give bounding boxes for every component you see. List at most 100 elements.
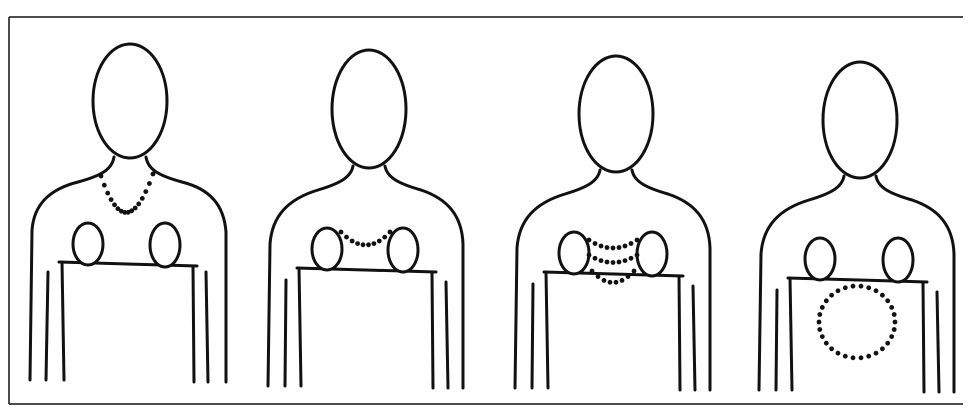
panel-2-garment-left [299, 268, 301, 386]
panel-4-left-torso-outline [759, 176, 844, 390]
panel-3-left-torso-outline [515, 170, 600, 388]
panel-3-head [579, 56, 653, 172]
panel-2-left-arm-inner [285, 280, 286, 386]
stacked-arc-dot [605, 245, 610, 250]
panel-4-garment-left [790, 278, 792, 390]
panel-1-left-arm-inner [46, 272, 48, 380]
stacked-arc-dot [617, 245, 622, 250]
panel-1-right-breast [150, 223, 180, 267]
necklace-dot [147, 181, 152, 186]
stacked-arc-dot [587, 253, 592, 258]
stacked-arc-dot [623, 244, 628, 249]
panel-3-garment-left [546, 272, 548, 388]
ring-dot [851, 355, 856, 360]
panel-1-right-torso-outline [146, 157, 226, 382]
ring-dot [874, 351, 879, 356]
necklace-dot [109, 197, 114, 202]
sternum-arc-dot [372, 241, 377, 246]
panel-4-left-arm-inner [776, 290, 777, 390]
panel-1-dot-pattern [99, 172, 156, 215]
panel-3-right-arm-inner [693, 286, 695, 390]
ring-dot [889, 334, 894, 339]
stacked-arc-dot [614, 280, 619, 285]
panel-4-head [823, 62, 897, 178]
stacked-arc-dot [629, 256, 634, 261]
stacked-arc-dot [617, 260, 622, 265]
panel-2-dot-pattern [339, 230, 393, 248]
stacked-arc-dot [635, 253, 640, 258]
ring-dot [836, 351, 841, 356]
ring-dot [866, 354, 871, 359]
ring-dot [880, 293, 885, 298]
stacked-arc-dot [608, 280, 613, 285]
panel-1 [30, 44, 226, 382]
panel-2-head [332, 50, 406, 168]
stacked-arc-dot [602, 278, 607, 283]
necklace-dot [112, 202, 117, 207]
ring-dot [892, 312, 897, 317]
panel-4 [759, 62, 954, 392]
sternum-arc-dot [377, 239, 382, 244]
stacked-arc-dot [593, 256, 598, 261]
panel-2-left-breast [312, 228, 342, 270]
necklace-dot [143, 189, 148, 194]
sternum-arc-dot [355, 241, 360, 246]
panel-4-garment-right [923, 282, 924, 392]
panel-1-right-arm-inner [206, 272, 208, 382]
panel-2 [268, 50, 463, 388]
stacked-arc-dot [605, 260, 610, 265]
sternum-arc-dot [366, 242, 371, 247]
ring-dot [866, 285, 871, 290]
panel-2-right-breast [388, 228, 418, 272]
ring-dot [892, 327, 897, 332]
panel-3-left-breast [559, 232, 589, 274]
necklace-dot [133, 206, 138, 211]
stacked-arc-dot [587, 238, 592, 243]
necklace-dot [140, 196, 145, 201]
panel-4-right-arm-inner [937, 292, 939, 392]
panel-3-left-arm-inner [532, 284, 533, 388]
panel-1-left-breast [73, 223, 103, 265]
stacked-arc-dot [629, 241, 634, 246]
ring-dot [889, 305, 894, 310]
panel-1-head [93, 44, 167, 158]
panel-4-right-breast [883, 238, 913, 282]
ring-dot [829, 346, 834, 351]
panel-4-right-torso-outline [876, 176, 954, 392]
panel-2-right-arm-inner [446, 282, 448, 388]
stacked-arc-dot [611, 246, 616, 251]
panel-1-garment-left [62, 262, 64, 380]
panel-1-garment-right [193, 266, 194, 382]
stacked-arc-dot [611, 260, 616, 265]
stacked-arc-dot [590, 269, 595, 274]
ring-dot [817, 320, 822, 325]
necklace-dot [136, 202, 141, 207]
ring-dot [817, 327, 822, 332]
panel-3-right-breast [637, 232, 667, 276]
ring-dot [843, 285, 848, 290]
necklace-dot [102, 183, 107, 188]
sternum-arc-dot [382, 235, 387, 240]
ring-dot [824, 298, 829, 303]
stacked-arc-dot [593, 241, 598, 246]
stacked-arc-dot [626, 274, 631, 279]
stacked-arc-dot [635, 238, 640, 243]
sternum-arc-dot [388, 230, 393, 235]
panel-3-dot-pattern [587, 238, 640, 285]
panel-2-right-torso-outline [385, 166, 463, 388]
stacked-arc-dot [599, 258, 604, 263]
ring-dot [836, 288, 841, 293]
ring-dot [859, 355, 864, 360]
sternum-arc-dot [361, 242, 366, 247]
ring-dot [817, 312, 822, 317]
ring-dot [859, 284, 864, 289]
ring-dot [829, 293, 834, 298]
panel-3-garment-right [679, 276, 680, 390]
stacked-arc-dot [596, 274, 601, 279]
ring-dot [874, 288, 879, 293]
ring-dot [851, 284, 856, 289]
panel-3-garment-top [544, 272, 683, 276]
stacked-arc-dot [623, 258, 628, 263]
